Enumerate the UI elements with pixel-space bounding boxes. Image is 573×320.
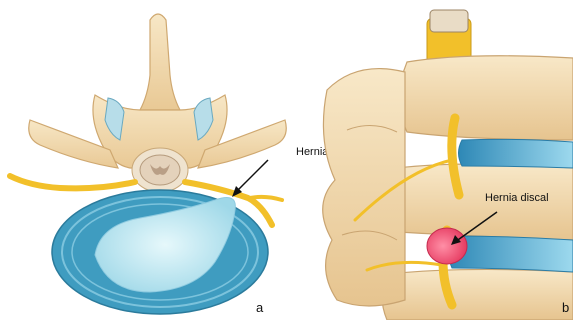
panel-a-axial-view: Hernia discal a [0, 0, 287, 320]
panel-b-lateral-view: Hernia discal b [287, 0, 573, 320]
callout-label-b: Hernia discal [485, 192, 549, 204]
nerve-root-left [10, 176, 135, 188]
disc-lower [449, 236, 573, 272]
callout-arrow-a [236, 160, 268, 192]
disc-upper [459, 139, 573, 168]
spinous-process [140, 14, 180, 110]
vertebra-lower [382, 269, 573, 320]
disc-herniation [427, 228, 467, 264]
panel-letter-b: b [562, 300, 569, 315]
panel-letter-a: a [256, 300, 263, 315]
lateral-spine-illustration [287, 0, 573, 320]
vertebra-upper [400, 56, 573, 140]
axial-vertebra-illustration [0, 0, 287, 320]
cord-cross-section [430, 10, 468, 32]
